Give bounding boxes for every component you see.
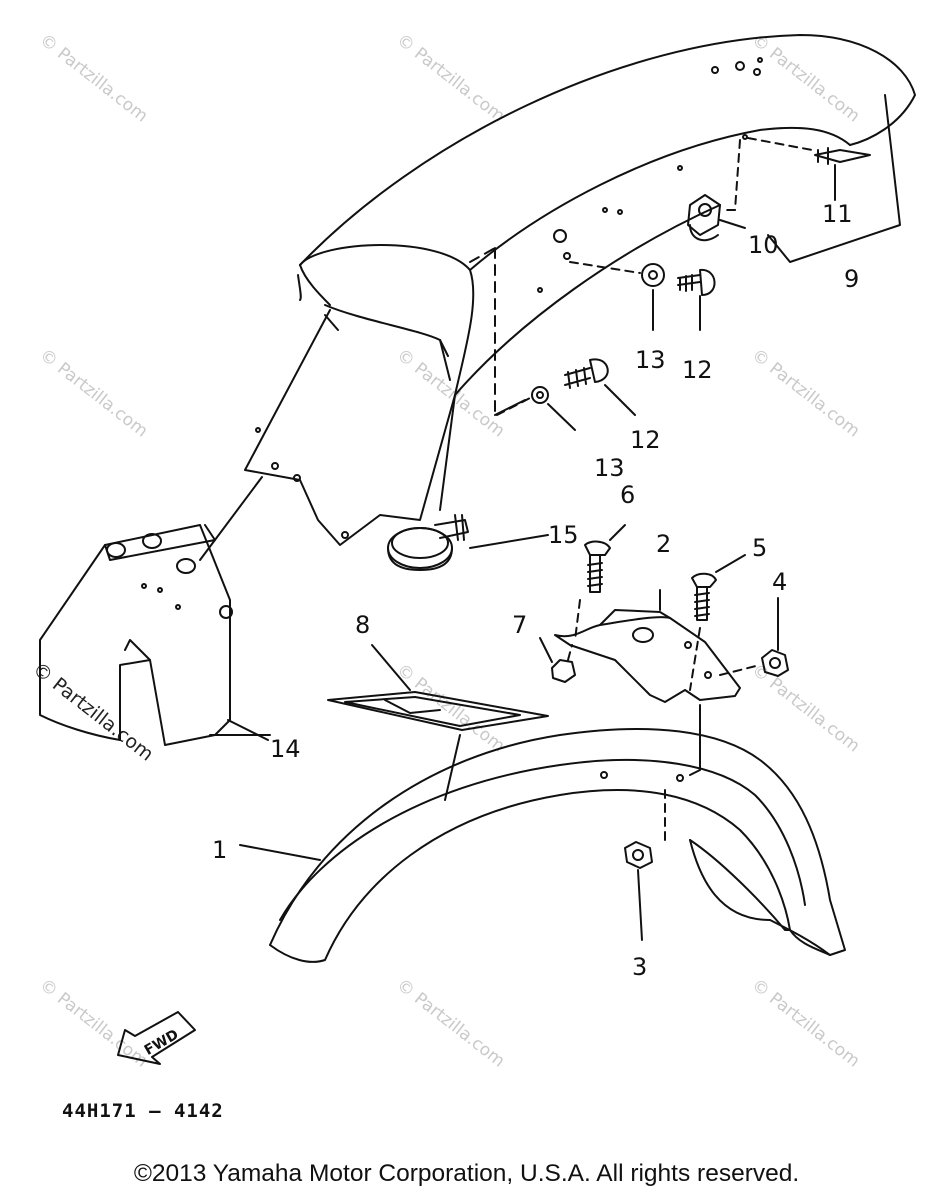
reflector-plate bbox=[327, 644, 549, 801]
label-part-14: 14 bbox=[270, 735, 301, 763]
bolt bbox=[719, 597, 789, 677]
rear-fender bbox=[244, 34, 916, 546]
screw bbox=[689, 554, 746, 691]
front-fender bbox=[239, 704, 846, 963]
label-part-8: 8 bbox=[355, 611, 370, 639]
mud-flap bbox=[39, 476, 271, 746]
label-part-1: 1 bbox=[212, 836, 227, 864]
label-part-4: 4 bbox=[772, 568, 787, 596]
label-part-9: 9 bbox=[844, 265, 859, 293]
washers-and-bolts bbox=[496, 261, 716, 431]
label-part-5: 5 bbox=[752, 534, 767, 562]
flange-nut bbox=[624, 841, 653, 941]
label-part-6: 6 bbox=[620, 481, 635, 509]
label-part-13-upper: 13 bbox=[635, 346, 666, 374]
label-part-2: 2 bbox=[656, 530, 671, 558]
label-part-7: 7 bbox=[512, 611, 527, 639]
label-part-3: 3 bbox=[632, 953, 647, 981]
copyright-notice: ©2013 Yamaha Motor Corporation, U.S.A. A… bbox=[133, 1160, 800, 1187]
forward-arrow-icon bbox=[117, 1011, 196, 1065]
hose-clamp bbox=[387, 394, 549, 571]
fwd-label: FWD bbox=[142, 1027, 182, 1059]
label-part-12-upper: 12 bbox=[682, 356, 713, 384]
label-part-11: 11 bbox=[822, 200, 853, 228]
label-part-15: 15 bbox=[548, 521, 579, 549]
label-part-13-lower: 13 bbox=[594, 454, 625, 482]
reflector-bracket bbox=[687, 94, 901, 263]
label-part-12-lower: 12 bbox=[630, 426, 661, 454]
screw-and-nut bbox=[539, 524, 626, 683]
label-part-10: 10 bbox=[748, 231, 779, 259]
fender-bracket bbox=[554, 589, 741, 703]
diagram-code: 44H171 – 4142 bbox=[62, 1100, 224, 1122]
